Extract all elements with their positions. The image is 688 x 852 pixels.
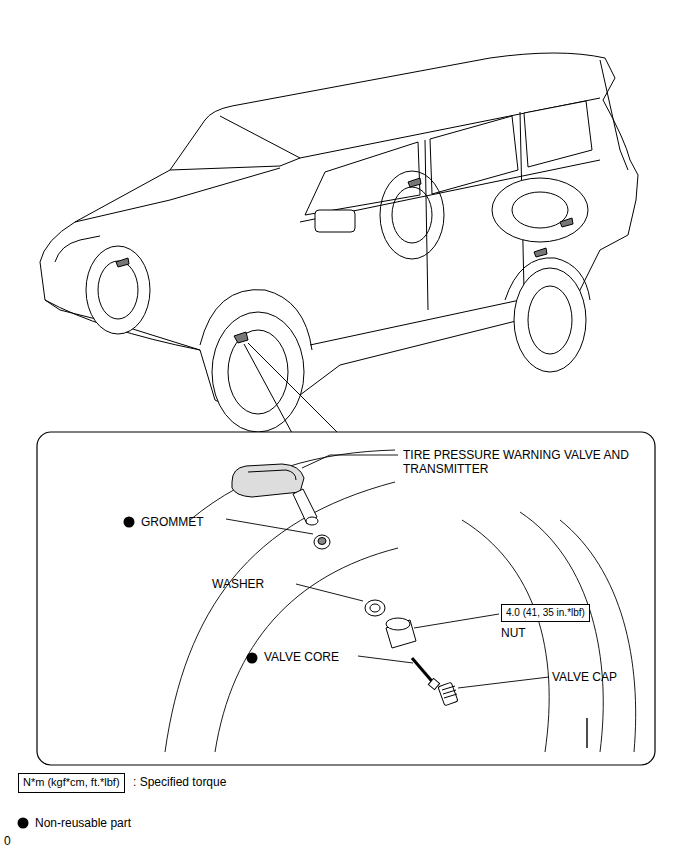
torque-text: 4.0 (41, 35 in.*lbf)	[506, 607, 585, 619]
leader-lines	[226, 455, 549, 688]
part-name: GROMMET	[141, 515, 204, 529]
non-reusable-bullets	[18, 517, 258, 829]
part-name: TIRE PRESSURE WARNING VALVE AND TRANSMIT…	[403, 448, 629, 476]
part-name: VALVE CORE	[264, 650, 339, 664]
part-name: NUT	[501, 626, 526, 640]
page-number: 0	[4, 834, 11, 848]
valve-parts	[232, 464, 458, 706]
part-name: VALVE CORE	[264, 650, 339, 664]
torque-text: N*m (kgf*cm, ft.*lbf)	[23, 776, 120, 789]
legend-text: : Specified torque	[133, 775, 226, 789]
part-name: VALVE CAP	[552, 670, 617, 684]
part-name: VALVE CAP	[552, 670, 617, 684]
part-name: WASHER	[212, 577, 264, 591]
legend-entry: : Specified torque	[133, 775, 226, 789]
part-name: NUT	[501, 626, 526, 640]
torque-box: 4.0 (41, 35 in.*lbf)	[501, 604, 590, 622]
tire-outline	[165, 450, 636, 752]
vehicle	[40, 53, 638, 432]
legend-entry: Non-reusable part	[35, 816, 131, 830]
part-name: GROMMET	[141, 515, 204, 529]
legend-text: Non-reusable part	[35, 816, 131, 830]
page-number: 0	[4, 834, 11, 848]
torque-legend-box: N*m (kgf*cm, ft.*lbf)	[18, 773, 125, 793]
sensor-marks	[116, 178, 573, 343]
part-name: TIRE PRESSURE WARNING VALVE AND TRANSMIT…	[403, 448, 653, 476]
part-name: WASHER	[212, 577, 264, 591]
callout-pointer	[244, 343, 338, 433]
callout-frame	[37, 432, 655, 765]
